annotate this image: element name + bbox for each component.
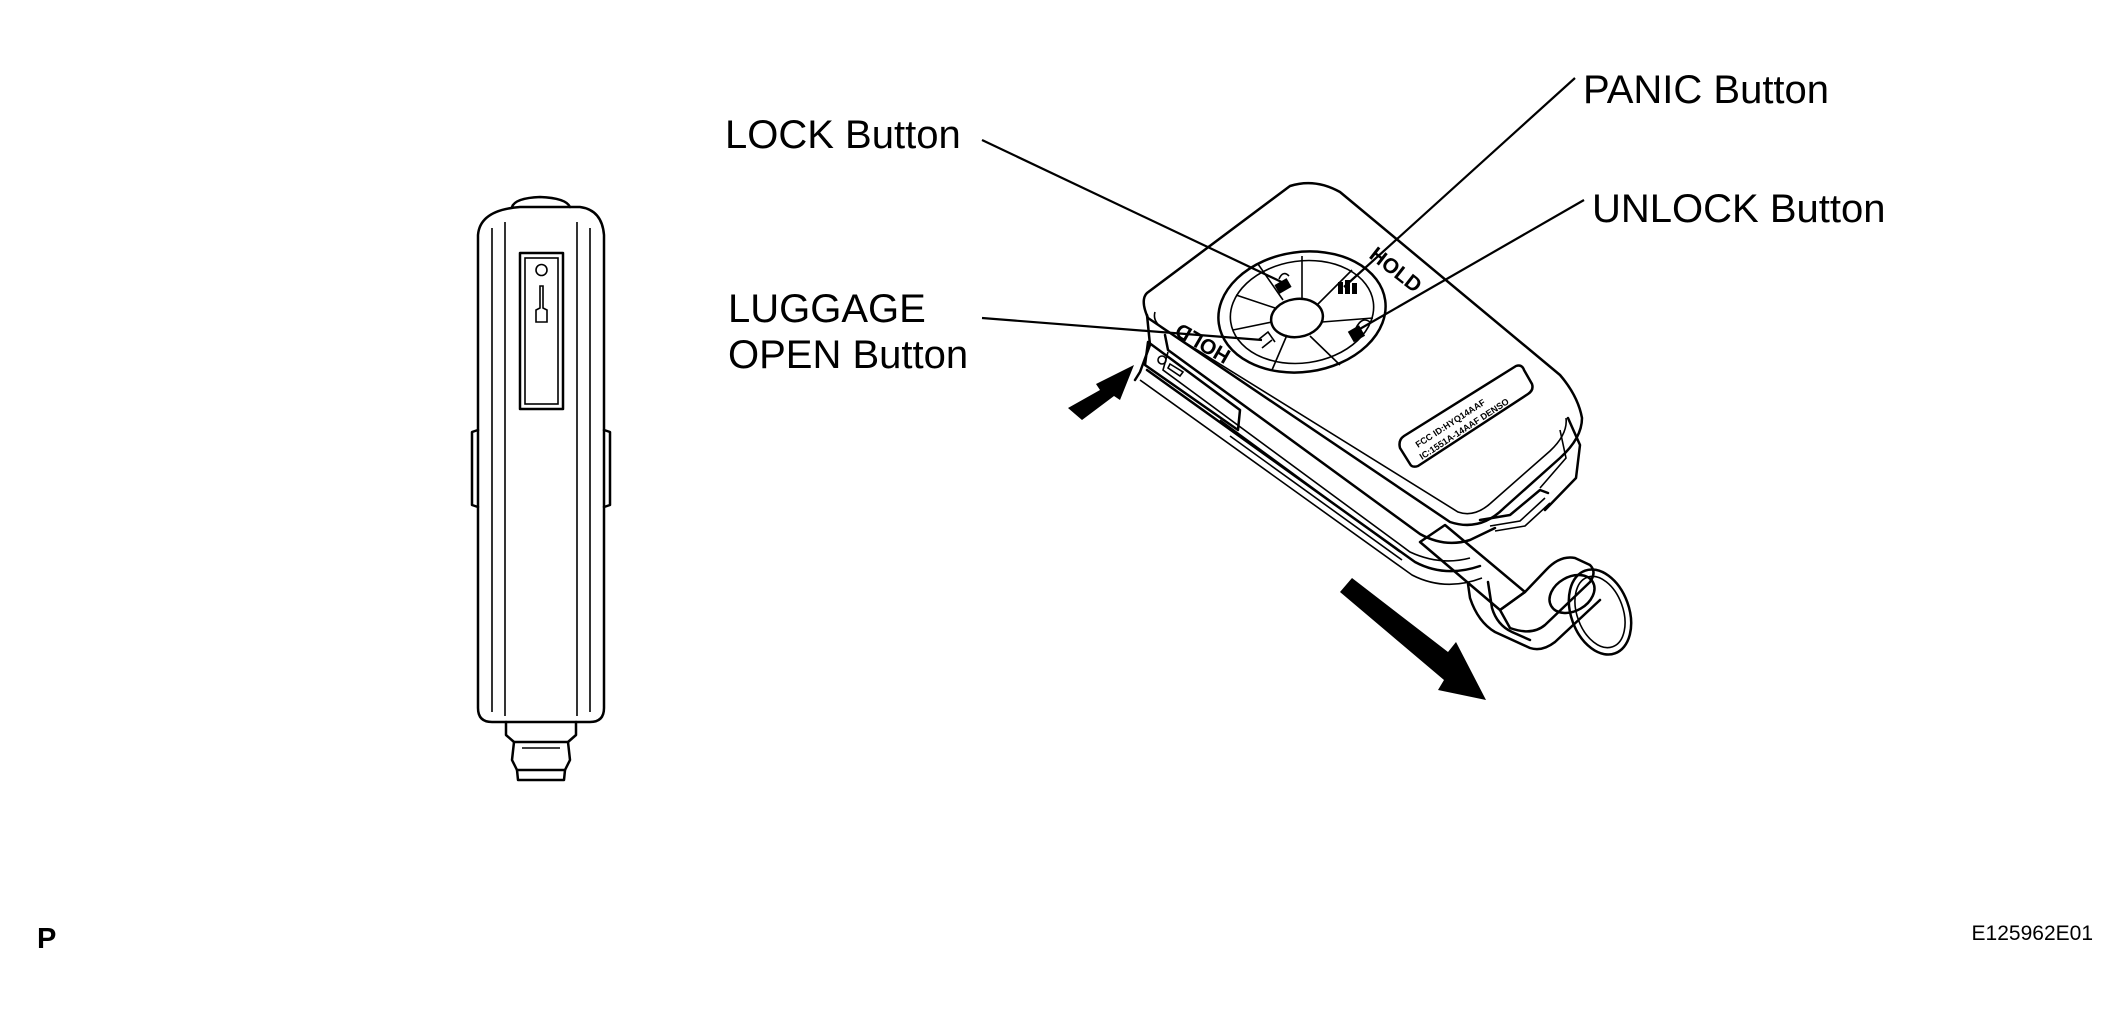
lock-leader [981, 139, 1291, 287]
luggage-open-label-line2: OPEN Button [728, 333, 968, 377]
mechanical-key [1418, 523, 1633, 656]
view-code: P [37, 923, 56, 955]
fcc-label: FCC ID:HYQ14AAF IC:1551A-14AAF DENSO [1398, 364, 1534, 468]
luggage-open-label-line1: LUGGAGE [728, 287, 926, 331]
panic-button-label: PANIC Button [1583, 68, 1829, 112]
unlock-button-label: UNLOCK Button [1592, 187, 1885, 231]
luggage-button-icon [1257, 330, 1276, 349]
unlock-leader [1357, 199, 1585, 331]
luggage-leader [981, 316, 1263, 342]
key-side-view [470, 195, 612, 782]
push-arrow [1068, 365, 1134, 420]
hold-marking-top: HOLD [1365, 243, 1426, 298]
key-perspective-view: HOLD HOLD FCC ID:HYQ14AAF IC:1551A-14AAF… [1068, 181, 1633, 700]
release-slider [1143, 340, 1242, 432]
lock-button-label: LOCK Button [725, 113, 961, 157]
pull-arrow [1340, 578, 1486, 700]
panic-leader [1343, 77, 1576, 288]
panic-button-icon [1338, 280, 1357, 294]
figure-id: E125962E01 [1972, 922, 2093, 945]
lock-button-icon [1274, 272, 1292, 294]
